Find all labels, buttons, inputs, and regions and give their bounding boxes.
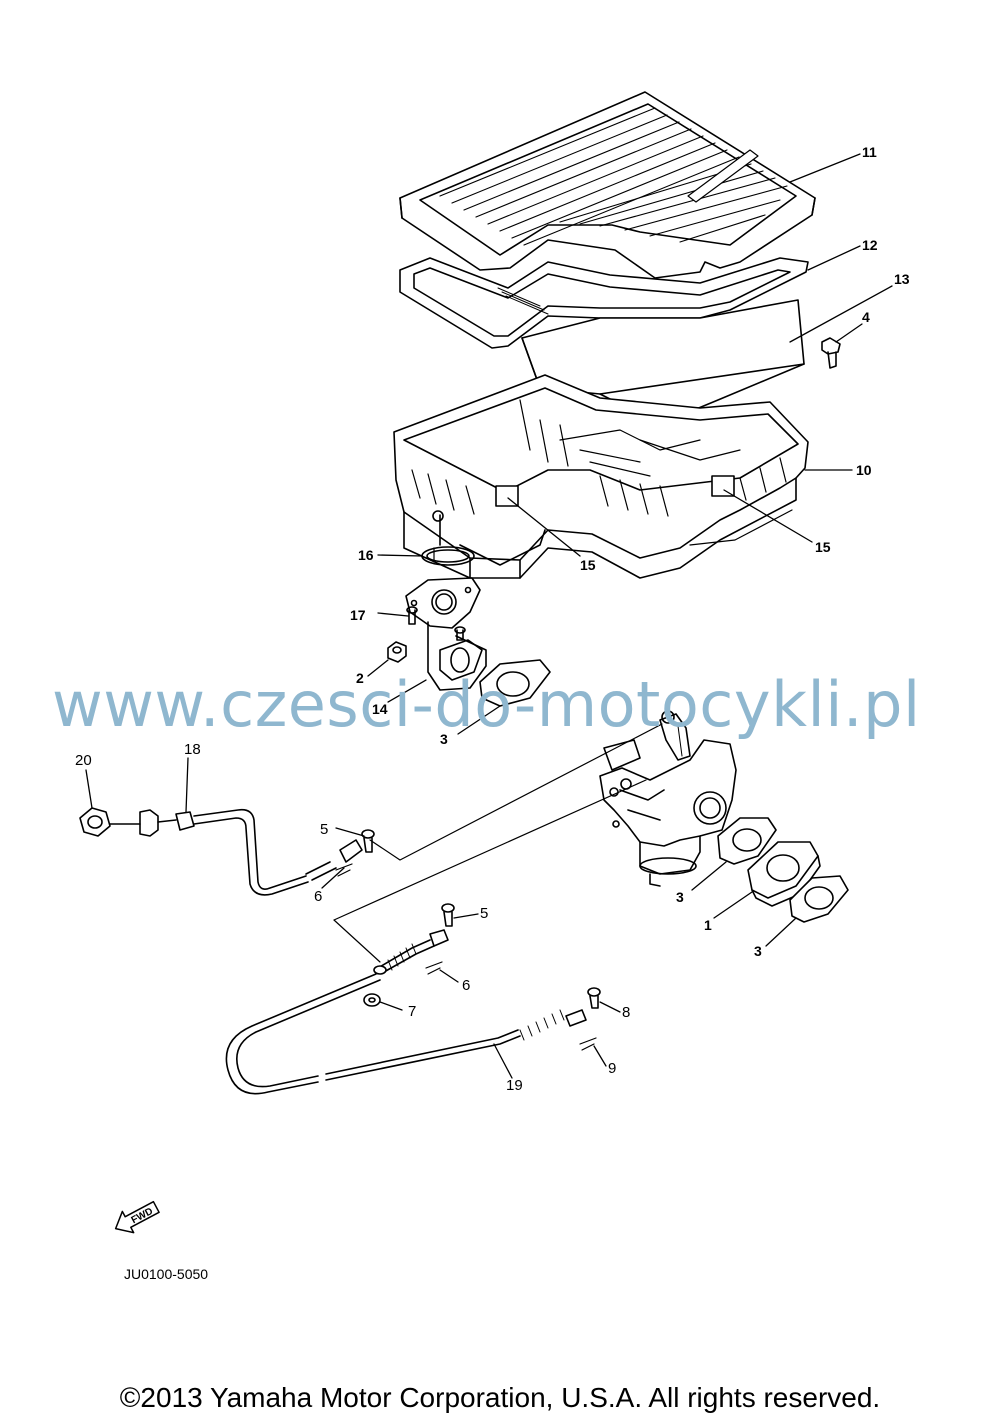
callout-1: 1: [704, 917, 712, 933]
air-cleaner-cover: [399, 91, 816, 279]
callout-10: 10: [856, 462, 872, 478]
watermark-text: www.czesci-do-motocykli.pl: [52, 668, 921, 741]
screw-5b: [441, 903, 455, 927]
carburetor: [599, 710, 737, 887]
bolt-17: [406, 606, 418, 625]
callout-17: 17: [350, 607, 366, 623]
clip-9: [579, 1037, 597, 1051]
bolt-17b: [454, 626, 466, 641]
callout-11: 11: [862, 144, 877, 160]
callout-8: 8: [622, 1004, 631, 1021]
bolt-4: [821, 337, 841, 369]
gasket-3c: [789, 875, 849, 923]
reference-code: JU0100-5050: [124, 1266, 209, 1282]
callout-3b: 3: [676, 889, 684, 905]
callout-3a: 3: [440, 731, 448, 747]
callout-2: 2: [356, 670, 364, 686]
callout-3c: 3: [754, 943, 762, 959]
nut: [387, 641, 407, 663]
intake-joint: [405, 577, 487, 691]
callout-19: 19: [506, 1077, 523, 1094]
clip-6b: [425, 961, 443, 975]
gasket-3b: [717, 817, 777, 865]
callout-6b: 6: [462, 977, 471, 994]
callout-20: 20: [75, 752, 92, 769]
cover-gasket: [399, 257, 809, 349]
air-cleaner-case: [393, 374, 809, 579]
assembly-lines: [333, 547, 663, 963]
callout-15b: 15: [815, 539, 831, 555]
forward-arrow-icon: FWD: [114, 1200, 160, 1234]
screw-8: [587, 987, 601, 1009]
callout-9: 9: [608, 1060, 617, 1077]
clip-6a: [335, 863, 353, 877]
fwd-arrow-label: FWD: [130, 1206, 155, 1226]
choke-cable: [109, 808, 363, 896]
callout-7: 7: [408, 1003, 417, 1020]
washer: [363, 993, 381, 1007]
gasket-3a: [479, 659, 551, 707]
screw-5a: [361, 829, 375, 853]
callout-14: 14: [372, 701, 388, 717]
cable-nut: [79, 807, 111, 837]
callout-13: 13: [894, 271, 910, 287]
callout-6a: 6: [314, 888, 323, 905]
callout-15a: 15: [580, 557, 596, 573]
callout-18: 18: [184, 741, 201, 758]
copyright-notice: ©2013 Yamaha Motor Corporation, U.S.A. A…: [119, 1382, 881, 1413]
leader-lines: [85, 153, 893, 1079]
insulator: [747, 841, 821, 907]
callout-5b: 5: [480, 905, 489, 922]
callout-16: 16: [358, 547, 374, 563]
callout-5a: 5: [320, 821, 329, 838]
throttle-cable: [225, 929, 587, 1095]
callout-12: 12: [862, 237, 878, 253]
callout-4: 4: [862, 309, 870, 325]
